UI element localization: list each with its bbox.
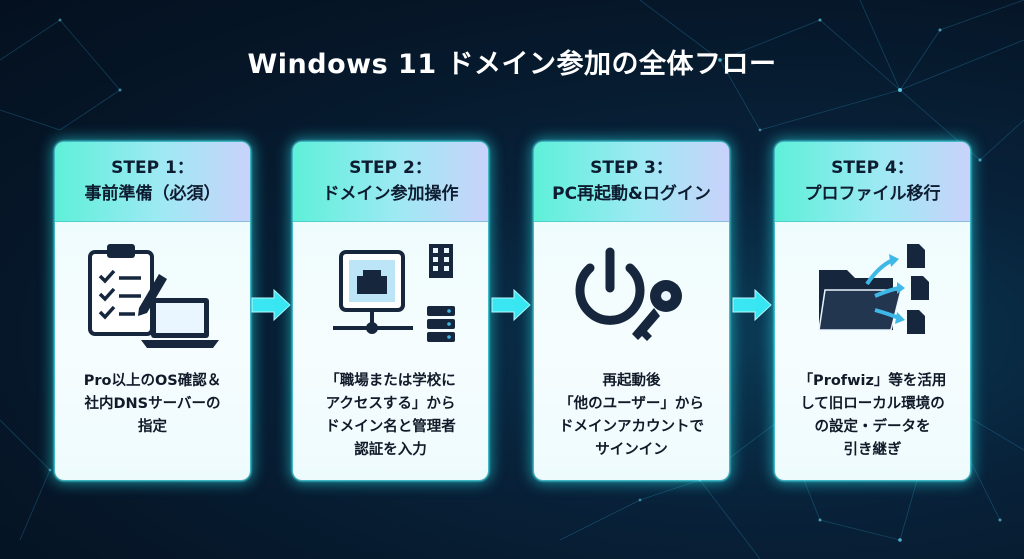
step-1-desc-line-3: 指定 [138,419,167,435]
step-2-title: ドメイン参加操作 [322,184,459,204]
document-icon [907,244,929,334]
step-3-desc-line-4: サインイン [595,442,668,458]
step-1-title: 事前準備（必須） [84,184,221,204]
step-3-description: 再起動後 「他のユーザー」から ドメインアカウントで サインイン [542,370,721,462]
key-icon [632,280,682,341]
flow-arrow-2-icon [491,288,531,322]
step-4-title: プロファイル移行 [804,184,941,204]
step-4-illustration [818,244,929,334]
step-2-desc-line-4: 認証を入力 [354,442,427,458]
step-1-desc-line-1: Pro以上のOS確認＆ [83,373,222,389]
step-2-header: STEP 2： ドメイン参加操作 [293,142,488,222]
step-1-header: STEP 1： 事前準備（必須） [55,142,250,222]
step-2-desc-line-2: アクセスする」から [325,396,456,412]
step-1-label: STEP 1： [111,158,194,178]
step-4-desc-line-2: して旧ローカル環境の [800,396,945,412]
step-4-card: STEP 4： プロファイル移行 「Profwiz」等を活用 して旧ローカル環境… [775,142,970,480]
laptop-icon [141,298,219,348]
step-4-desc-line-1: 「Profwiz」等を活用 [798,373,947,389]
step-3-illustration [575,247,682,341]
step-2-card: STEP 2： ドメイン参加操作 「職場または学校に アクセスする」から ドメイ… [293,142,488,480]
step-2-description: 「職場または学校に アクセスする」から ドメイン名と管理者 認証を入力 [301,370,480,462]
power-icon [575,247,645,325]
step-3-title: PC再起動&ログイン [552,184,711,204]
page-title: Windows 11 ドメイン参加の全体フロー [247,49,777,80]
step-2-desc-line-1: 「職場または学校に [325,373,456,389]
server-icon [427,306,455,342]
step-4-label: STEP 4： [831,158,914,178]
step-2-illustration [333,244,455,342]
step-4-header: STEP 4： プロファイル移行 [775,142,970,222]
step-3-desc-line-2: 「他のユーザー」から [559,396,704,412]
step-4-description: 「Profwiz」等を活用 して旧ローカル環境の の設定・データを 引き継ぎ [783,370,962,462]
step-1-desc-line-2: 社内DNSサーバーの [84,396,221,412]
step-3-header: STEP 3： PC再起動&ログイン [534,142,729,222]
building-icon [429,244,453,278]
flow-arrow-3-icon [732,288,772,322]
step-3-desc-line-3: ドメインアカウントで [559,419,704,435]
step-2-label: STEP 2： [349,158,432,178]
step-1-illustration [88,244,219,348]
step-4-desc-line-3: の設定・データを [814,419,931,435]
step-3-label: STEP 3： [590,158,673,178]
step-4-desc-line-4: 引き継ぎ [843,442,902,458]
flow-arrow-1-icon [251,288,291,322]
folder-transfer-icon [818,254,905,331]
step-1-description: Pro以上のOS確認＆ 社内DNSサーバーの 指定 [63,370,242,439]
step-2-desc-line-3: ドメイン名と管理者 [325,419,456,435]
network-port-icon [333,250,413,334]
clipboard-checklist-icon [88,244,167,336]
step-1-card: STEP 1： 事前準備（必須） Pro以上のOS確認＆ 社内DNSサーバーの … [55,142,250,480]
step-3-card: STEP 3： PC再起動&ログイン 再起動後 「他のユーザー」から ドメインア… [534,142,729,480]
step-3-desc-line-1: 再起動後 [602,373,661,389]
